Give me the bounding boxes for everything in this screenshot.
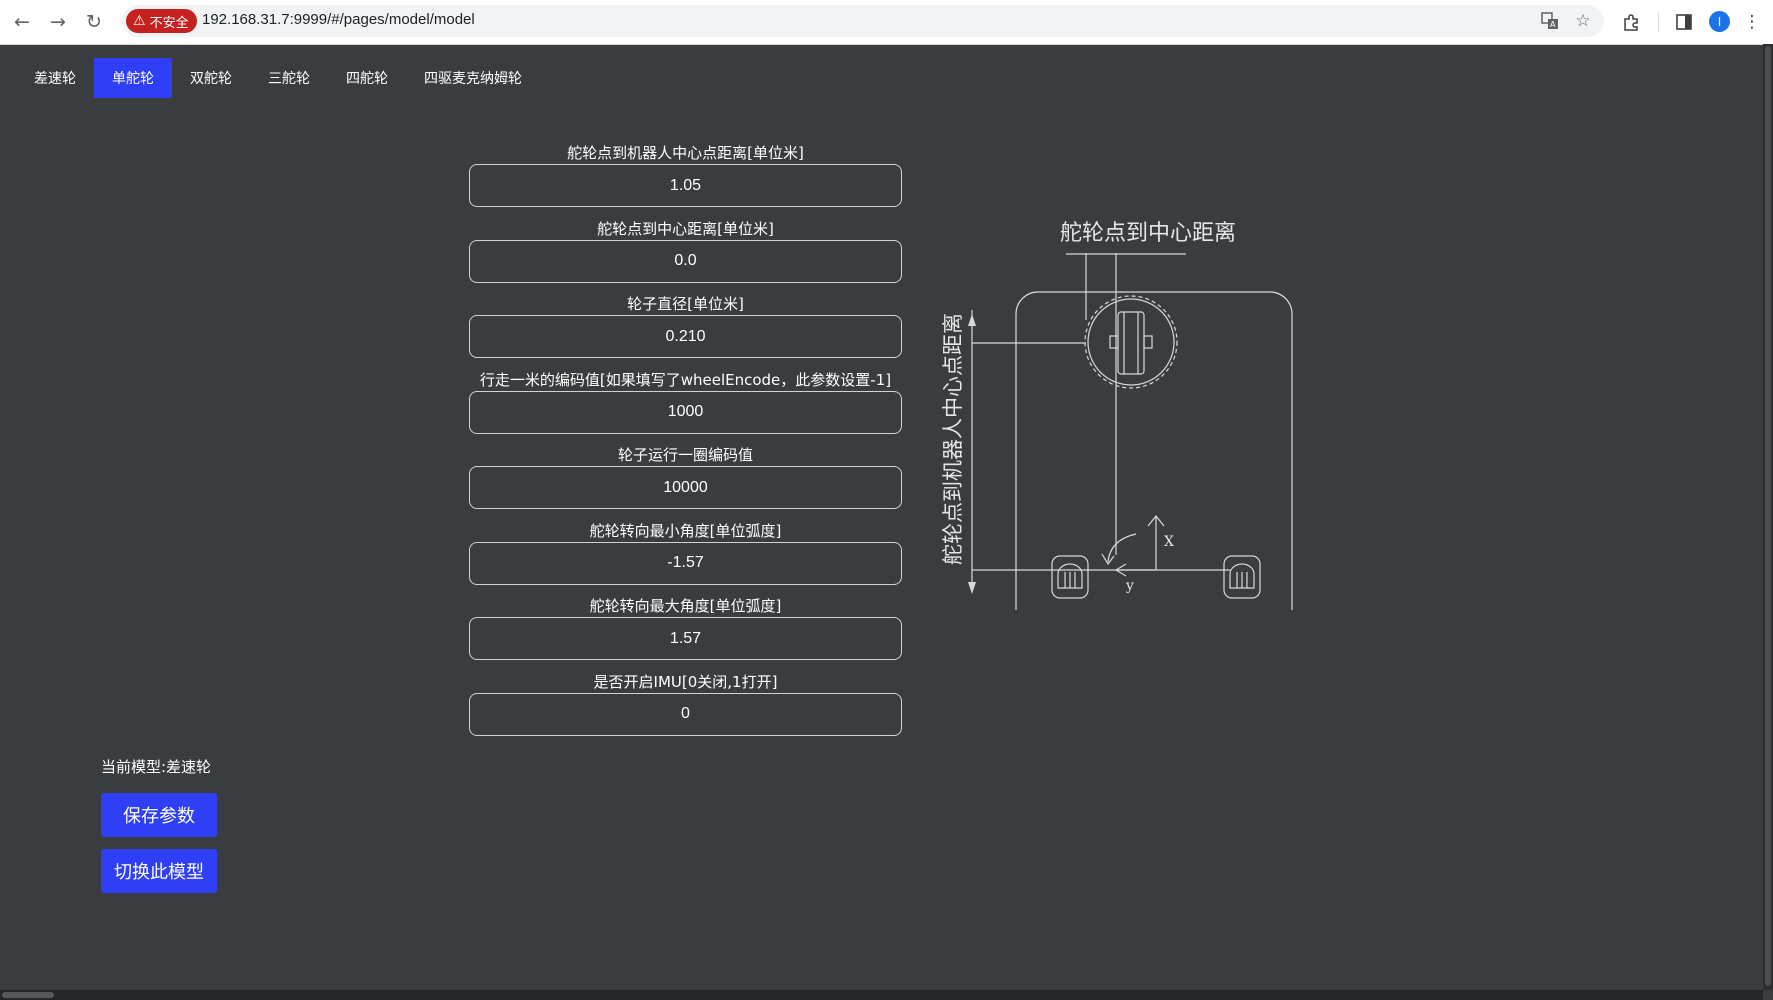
forward-icon[interactable]: → xyxy=(50,11,66,33)
dim-arrow xyxy=(968,314,976,326)
reload-icon[interactable]: ↻ xyxy=(86,11,102,33)
axis-y-label: y xyxy=(1125,578,1134,594)
field-wheel-diameter: 轮子直径[单位米] xyxy=(469,293,902,369)
model-tabs: 差速轮 单舵轮 双舵轮 三舵轮 四舵轮 四驱麦克纳姆轮 xyxy=(16,58,540,98)
address-bar[interactable]: ⚠ 不安全 192.168.31.7:9999/#/pages/model/mo… xyxy=(122,5,1604,37)
svg-text:A: A xyxy=(1550,20,1556,29)
wheel-encode-input[interactable] xyxy=(469,466,902,509)
bookmark-star-icon[interactable]: ☆ xyxy=(1575,11,1591,31)
robot-frame xyxy=(1015,291,1293,610)
profile-avatar[interactable]: I xyxy=(1709,11,1730,32)
axis-x-label: X xyxy=(1164,534,1174,550)
scroll-thumb[interactable] xyxy=(2,992,54,998)
tab-triple-steering[interactable]: 三舵轮 xyxy=(268,71,310,87)
insecure-badge[interactable]: ⚠ 不安全 xyxy=(126,9,197,33)
tab-differential[interactable]: 差速轮 xyxy=(34,71,76,87)
steering-gear xyxy=(1084,295,1178,389)
field-label: 是否开启IMU[0关闭,1打开] xyxy=(593,672,778,691)
field-label: 舵轮转向最小角度[单位弧度] xyxy=(589,521,782,540)
field-offset-distance: 舵轮点到中心距离[单位米] xyxy=(469,218,902,294)
diagram-side-label: 舵轮点到机器人中心点距离 xyxy=(941,313,965,565)
tab-quad-steering[interactable]: 四舵轮 xyxy=(346,71,388,87)
field-max-angle: 舵轮转向最大角度[单位弧度] xyxy=(469,595,902,671)
insecure-label: 不安全 xyxy=(149,15,189,31)
back-icon[interactable]: ← xyxy=(14,11,30,33)
imu-input[interactable] xyxy=(469,692,902,736)
diagram-top-label: 舵轮点到中心距离 xyxy=(1060,221,1236,246)
switch-model-button[interactable]: 切换此模型 xyxy=(101,849,217,893)
menu-kebab-icon[interactable]: ⋮ xyxy=(1743,12,1761,32)
warning-icon: ⚠ xyxy=(133,13,146,29)
vertical-scrollbar[interactable] xyxy=(1763,44,1773,990)
field-wheel-encode: 轮子运行一圈编码值 xyxy=(469,444,902,520)
field-label: 舵轮点到机器人中心点距离[单位米] xyxy=(567,144,804,162)
min-angle-input[interactable] xyxy=(469,541,902,585)
field-imu: 是否开启IMU[0关闭,1打开] xyxy=(469,671,902,747)
offset-distance-input[interactable] xyxy=(469,239,902,283)
steering-diagram: 舵轮点到中心距离 舵轮点到机器人中心点距离 X y xyxy=(941,221,1293,610)
parameter-form: 舵轮点到机器人中心点距离[单位米] 舵轮点到中心距离[单位米] 轮子直径[单位米… xyxy=(469,142,902,746)
tab-mecanum[interactable]: 四驱麦克纳姆轮 xyxy=(424,71,522,87)
field-label: 舵轮转向最大角度[单位弧度] xyxy=(589,597,782,615)
dim-arrow xyxy=(968,582,976,594)
side-panel-icon[interactable] xyxy=(1670,8,1698,36)
caster-wheel-left xyxy=(1051,555,1089,599)
steering-wheel-body xyxy=(1117,311,1145,375)
browser-toolbar: ← → ↻ ⚠ 不安全 192.168.31.7:9999/#/pages/mo… xyxy=(0,0,1773,45)
field-min-angle: 舵轮转向最小角度[单位弧度] xyxy=(469,520,902,596)
caster-wheel-right xyxy=(1223,555,1261,599)
tab-single-steering[interactable]: 单舵轮 xyxy=(94,58,172,98)
center-distance-input[interactable] xyxy=(469,164,902,207)
field-label: 舵轮点到中心距离[单位米] xyxy=(597,219,774,238)
meter-encode-input[interactable] xyxy=(469,390,902,434)
toolbar-separator xyxy=(1658,12,1659,32)
field-label: 行走一米的编码值[如果填写了wheelEncode，此参数设置-1] xyxy=(479,370,892,389)
rotation-arrow xyxy=(1107,533,1137,563)
scroll-thumb[interactable] xyxy=(1765,46,1771,986)
field-meter-encode: 行走一米的编码值[如果填写了wheelEncode，此参数设置-1] xyxy=(469,369,902,445)
wheel-diameter-input[interactable] xyxy=(469,315,902,358)
horizontal-scrollbar[interactable] xyxy=(0,990,1763,1000)
url-text[interactable]: 192.168.31.7:9999/#/pages/model/model xyxy=(202,11,475,28)
current-model-label: 当前模型:差速轮 xyxy=(101,758,212,776)
tab-dual-steering[interactable]: 双舵轮 xyxy=(190,71,232,87)
translate-icon[interactable]: A xyxy=(1538,9,1562,33)
save-params-button[interactable]: 保存参数 xyxy=(101,793,217,837)
field-label: 轮子运行一圈编码值 xyxy=(617,446,753,464)
field-center-distance: 舵轮点到机器人中心点距离[单位米] xyxy=(469,142,902,218)
max-angle-input[interactable] xyxy=(469,617,902,660)
extensions-icon[interactable] xyxy=(1617,8,1645,36)
field-label: 轮子直径[单位米] xyxy=(627,295,744,313)
